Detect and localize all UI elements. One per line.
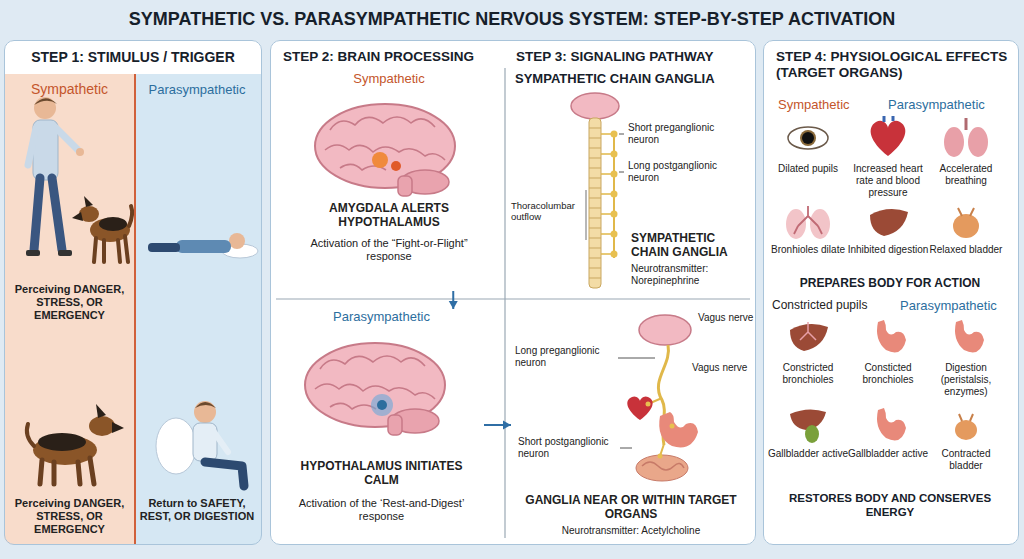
arrowhead [449,301,458,309]
parasympathetic-column: ParasympatheticReturn to SAFETY, REST, O… [135,75,261,544]
title: SYMPATHETIC VS. PARASYMPATHETIC NERVOUS … [0,9,1024,31]
step-panel: STEP 2: BRAIN PROCESSING STEP 3: SIGNALIN… [270,40,756,545]
brain-stage: SympatheticAMYGDALA ALERTS HYPOTHALAMUS A… [279,71,499,291]
man-figure [26,97,84,256]
label: Thoracolumbar outflow [511,200,583,223]
caption: Perceiving DANGER, STRESS, OR EMERGENCY [7,497,132,537]
brain-illustration [305,343,445,435]
caption: AMYGDALA ALERTS HYPOTHALAMUS [294,201,484,230]
brain-stage: ParasympatheticHYPOTHALAMUS INITIATES CA… [279,309,484,541]
caption: STEP 3: SIGNALING PATHWAY [516,49,752,65]
label: Short postganglionic neuron [518,436,616,460]
dog-figure [72,196,132,262]
node-heading: Parasympathetic [279,309,484,325]
label: Vagus nerve [692,362,750,374]
caption: Activation of the ‘Rest-and-Digest’ resp… [284,497,479,523]
node-heading: Parasympathetic [135,82,259,98]
caption: Activation of the “Fight-or-Flight” resp… [289,237,489,263]
caption: Sympathetic [778,97,878,113]
label: Constricted pupils [772,298,898,312]
caption: Return to SAFETY, REST, OR DIGESTION [137,497,257,523]
dog-figure [27,404,124,484]
node-heading: STEP 1: STIMULUS / TRIGGER [5,49,261,66]
label: Parasympathetic [900,298,1012,314]
caption: HYPOTHALAMUS INITIATES CALM [289,459,474,488]
node-heading: Sympathetic [279,71,499,87]
label: Relaxed bladder [924,244,1008,256]
label: Increased heart rate and blood pressure [846,163,930,199]
spinal-cord [571,93,624,288]
label: Long preganglionic neuron [515,345,615,369]
label: Vagus nerve [698,312,754,324]
label: PREPARES BODY FOR ACTION [770,276,1010,290]
label: Contracted bladder [924,448,1008,472]
label: Digestion (peristalsis, enzymes) [924,362,1008,398]
label: Consticted bronchioles [846,362,930,386]
connector [484,421,511,430]
node-heading: SYMPATHETIC CHAIN GANGLIA [515,71,747,87]
resting-person [148,233,258,258]
label: Long postganglionic neuron [628,160,740,184]
step-panel: STEP 1: STIMULUS / TRIGGER SympatheticPer… [4,40,262,545]
label: Accelerated breathing [924,163,1008,187]
label: Gallbladder active [846,448,930,460]
label: RESTORES BODY AND CONSERVES ENERGY [770,492,1010,520]
connector [449,291,458,309]
caption: Parasympathetic [888,97,1008,113]
label: Dilated pupils [766,163,850,175]
vagus-illustration [618,315,698,481]
caption: Perceiving DANGER, STRESS, OR EMERGENCY [7,283,132,323]
arrowhead [503,421,511,430]
caption: Neurotransmitter: Acetylcholine [511,525,751,537]
label: Bronhioles dilate [766,244,850,256]
node-heading: GANGLIA NEAR OR WITHIN TARGET ORGANS [511,493,751,522]
label: Short preganglionic neuron [628,122,740,146]
label: Constricted bronchioles [766,362,850,386]
pathway-stage: GANGLIA NEAR OR WITHIN TARGET ORGANS Neur… [511,309,751,541]
sitting-person [156,401,244,486]
label: Inhibited digestion [846,244,930,256]
node-heading: STEP 4: PHYSIOLOGICAL EFFECTS (TARGET OR… [776,49,1012,81]
sympathetic-column: SympatheticPerceiving DANGER, STRESS, OR… [5,75,135,544]
caption: Neurotransmitter: Norepinephrine [631,263,749,287]
caption: SYMPATHETIC CHAIN GANGLIA [631,231,749,260]
node-heading: Sympathetic [5,81,134,98]
label: Gallbladder active [766,448,850,460]
node-heading: STEP 2: BRAIN PROCESSING [283,49,505,65]
brain-illustration [315,104,455,196]
